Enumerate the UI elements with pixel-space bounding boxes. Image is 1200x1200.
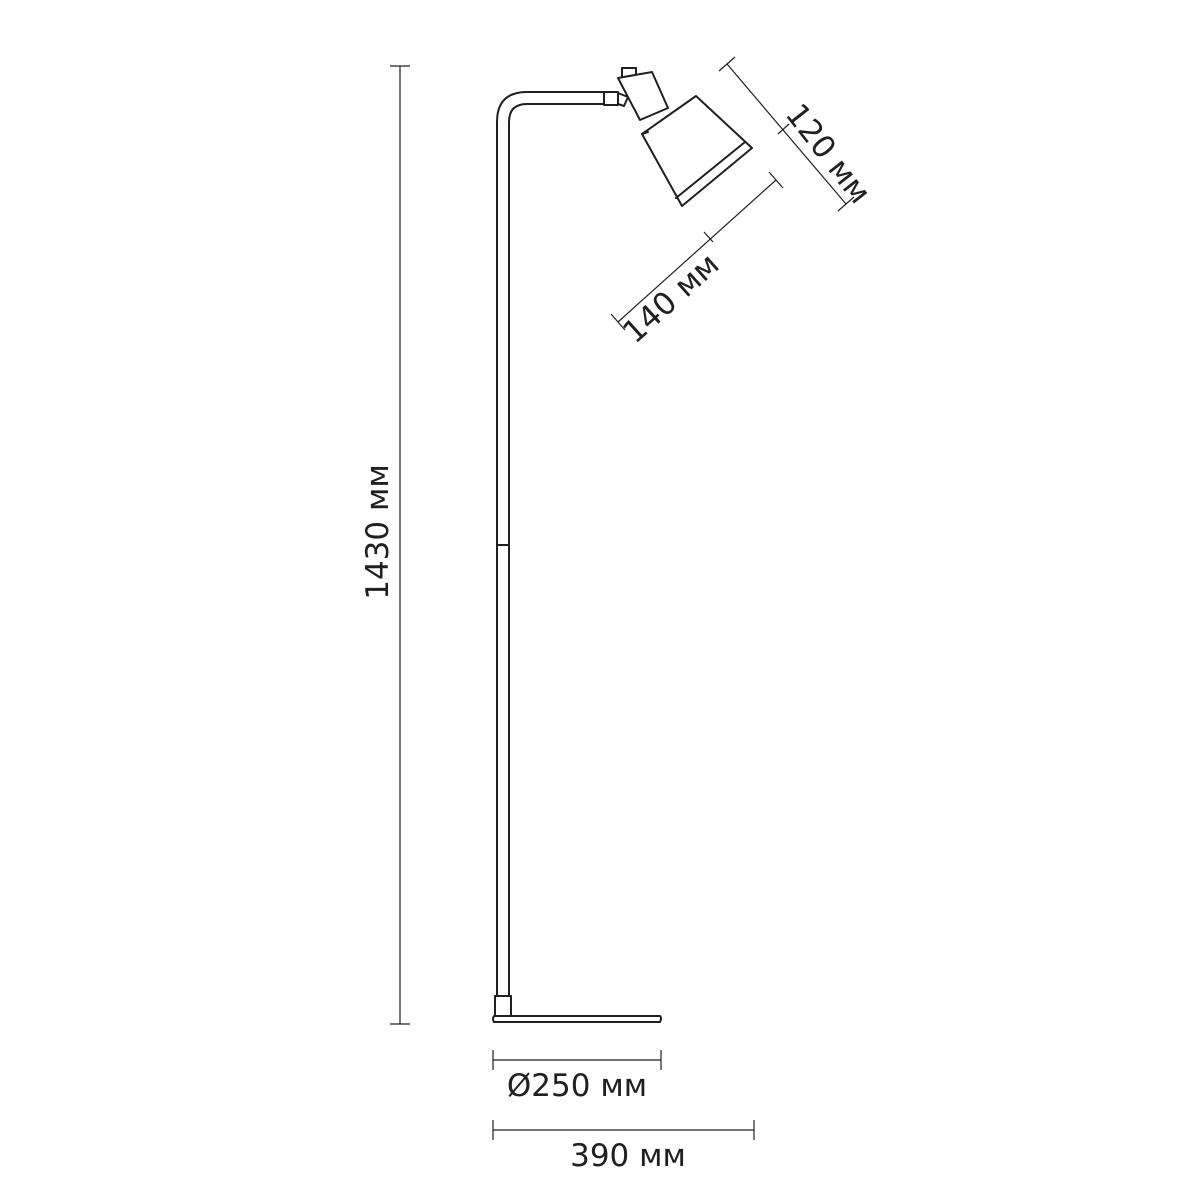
total-width-label: 390 мм — [570, 1138, 686, 1174]
total-height-label: 1430 мм — [360, 464, 396, 600]
lamp-base — [492, 1015, 662, 1023]
dimension-shade-diameter: 140 мм — [610, 171, 784, 351]
pole-base-sleeve — [494, 995, 512, 1017]
lamp-shade — [641, 95, 753, 207]
dimension-total-width: 390 мм — [492, 1120, 755, 1174]
dimension-total-height: 1430 мм — [360, 65, 410, 1025]
base-diameter-label: Ø250 мм — [507, 1068, 647, 1104]
shade-diameter-label: 140 мм — [616, 246, 726, 350]
shade-socket — [617, 67, 669, 121]
floor-lamp — [492, 67, 753, 1023]
lamp-pole — [496, 91, 605, 998]
shade-height-label: 120 мм — [778, 97, 878, 210]
arm-connector — [603, 91, 629, 107]
dimension-shade-height: 120 мм — [718, 56, 878, 212]
dimension-base-diameter: Ø250 мм — [492, 1050, 662, 1104]
